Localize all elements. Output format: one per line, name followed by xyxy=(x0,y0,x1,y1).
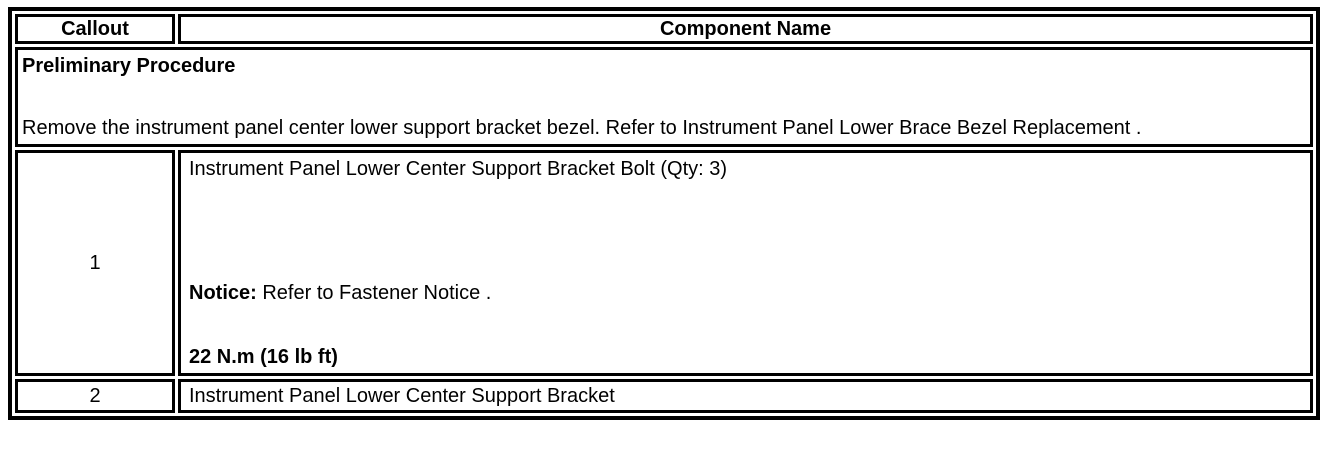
component-name-column-header: Component Name xyxy=(178,14,1313,44)
callout-column-header: Callout xyxy=(15,14,175,44)
preliminary-procedure-cell: Preliminary Procedure Remove the instrum… xyxy=(15,47,1313,147)
notice-text: Refer to Fastener Notice . xyxy=(256,282,492,304)
table-row: 2 Instrument Panel Lower Center Support … xyxy=(15,379,1313,413)
component-callout-table: Callout Component Name Preliminary Proce… xyxy=(8,7,1320,420)
notice-label: Notice: xyxy=(189,282,257,304)
torque-spec-text: 22 N.m (16 lb ft) xyxy=(189,346,338,368)
fastener-notice-line: Notice: Refer to Fastener Notice . xyxy=(189,279,1302,307)
preliminary-procedure-row: Preliminary Procedure Remove the instrum… xyxy=(15,47,1313,147)
component-name-text: Instrument Panel Lower Center Support Br… xyxy=(189,158,728,180)
header-row: Callout Component Name xyxy=(15,14,1313,44)
callout-number-1: 1 xyxy=(15,150,175,376)
component-cell-2: Instrument Panel Lower Center Support Br… xyxy=(178,379,1313,413)
preliminary-procedure-text: Remove the instrument panel center lower… xyxy=(22,117,1142,139)
table-row: 1 Instrument Panel Lower Center Support … xyxy=(15,150,1313,376)
callout-number-2: 2 xyxy=(15,379,175,413)
preliminary-procedure-title: Preliminary Procedure xyxy=(22,55,236,77)
component-cell-1: Instrument Panel Lower Center Support Br… xyxy=(178,150,1313,376)
